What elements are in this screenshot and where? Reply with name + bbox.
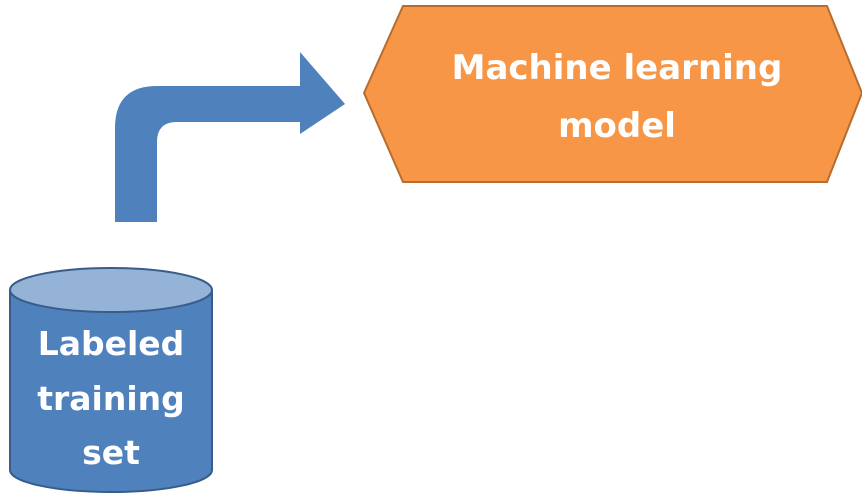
ml-model-label-line-1: Machine learning: [452, 48, 783, 88]
database-cylinder-top: [9, 267, 213, 313]
database-label-line-1: Labeled: [38, 324, 185, 363]
database-label-line-2: training: [37, 379, 185, 418]
training-set-database: Labeled training set: [9, 267, 213, 493]
bent-arrow: [115, 52, 345, 222]
ml-model-node: Machine learning model: [362, 5, 862, 183]
database-label-line-3: set: [82, 433, 140, 472]
ml-model-label-line-2: model: [558, 106, 676, 146]
database-cylinder-body: [9, 289, 213, 493]
ml-model-hexagon: [362, 5, 862, 183]
